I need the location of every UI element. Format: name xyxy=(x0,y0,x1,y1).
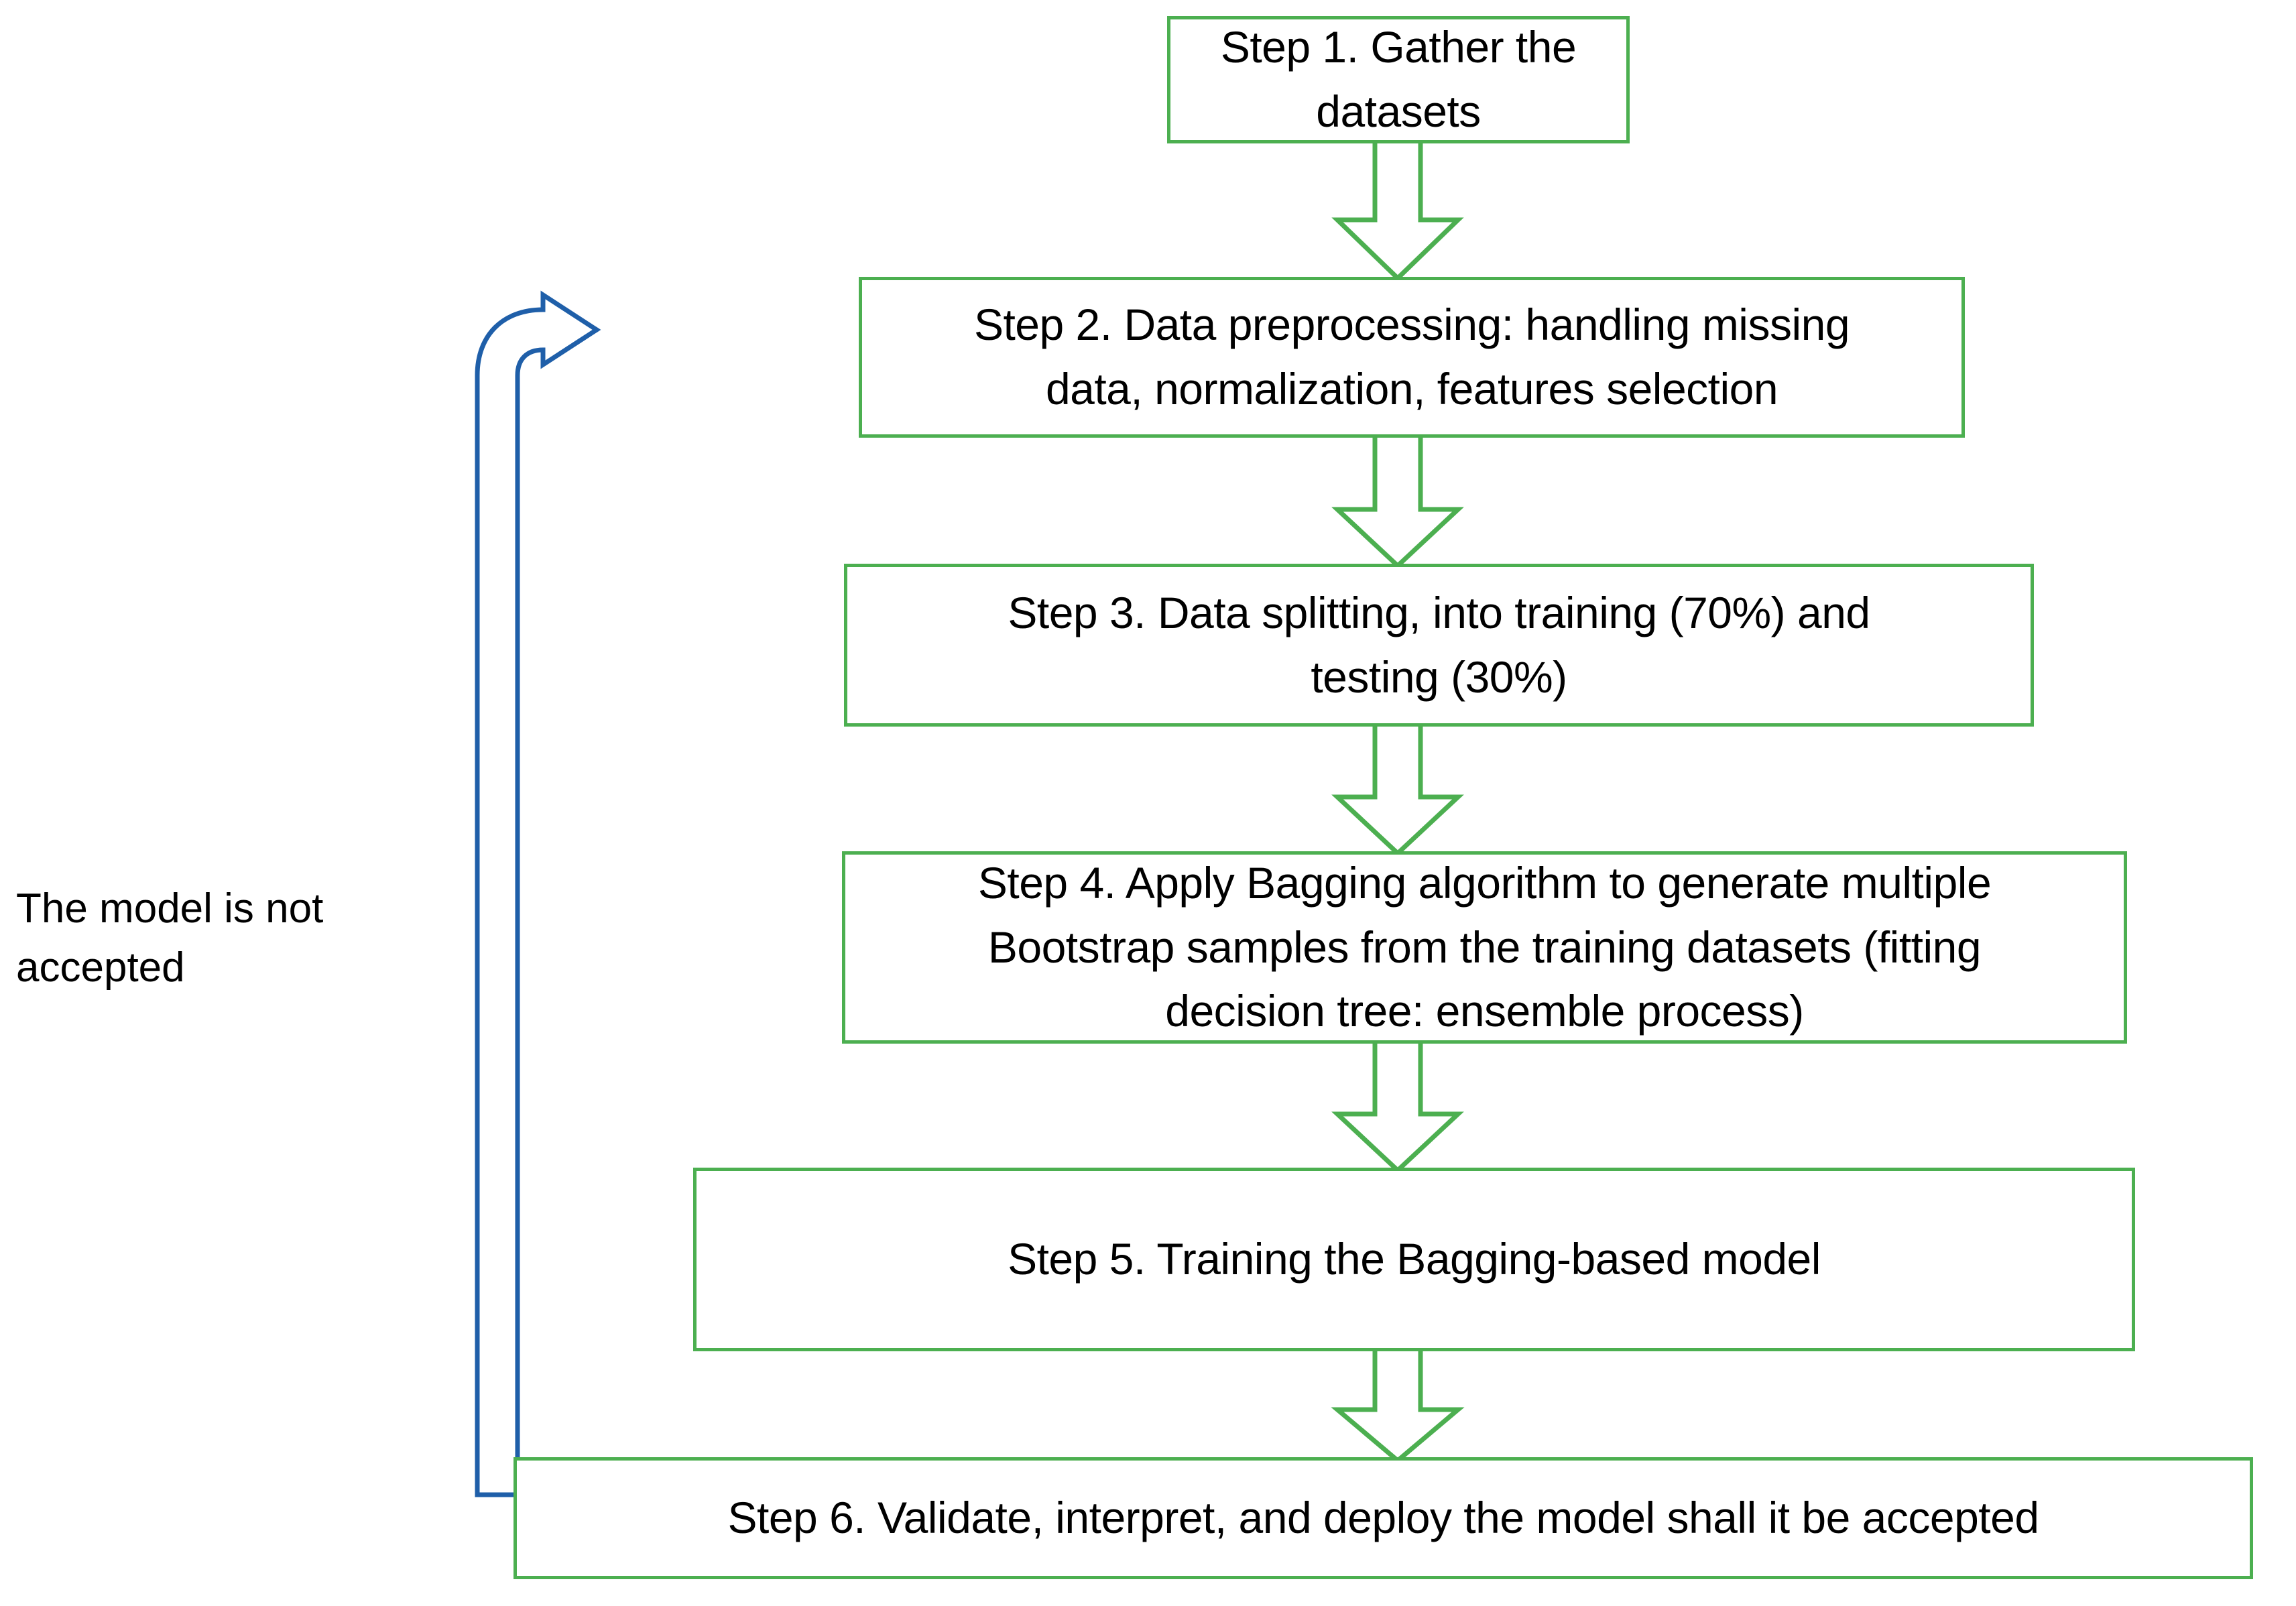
node-step-6-label: Step 6. Validate, interpret, and deploy … xyxy=(727,1493,2039,1543)
node-step-6[interactable]: Step 6. Validate, interpret, and deploy … xyxy=(513,1457,2253,1579)
node-step-2[interactable]: Step 2. Data preprocessing: handling mis… xyxy=(859,277,1965,438)
node-step-5[interactable]: Step 5. Training the Bagging-based model xyxy=(693,1168,2135,1351)
node-step-2-label: Step 2. Data preprocessing: handling mis… xyxy=(973,300,1850,414)
node-step-4-label: Step 4. Apply Bagging algorithm to gener… xyxy=(977,857,1992,1036)
arrow-step4-to-step5 xyxy=(1331,1040,1464,1174)
node-step-4[interactable]: Step 4. Apply Bagging algorithm to gener… xyxy=(842,851,2127,1044)
feedback-loop-arrow xyxy=(475,290,601,1497)
arrow-step2-to-step3 xyxy=(1331,434,1464,569)
node-step-5-label: Step 5. Training the Bagging-based model xyxy=(1008,1234,1821,1284)
node-step-3[interactable]: Step 3. Data splitting, into training (7… xyxy=(844,564,2034,727)
node-step-3-label: Step 3. Data splitting, into training (7… xyxy=(1008,587,1870,702)
feedback-loop-label: The model is not accepted xyxy=(16,885,324,991)
node-step-1-label: Step 1. Gather the datasets xyxy=(1220,22,1577,136)
node-step-1[interactable]: Step 1. Gather the datasets xyxy=(1167,16,1630,143)
arrow-step5-to-step6 xyxy=(1331,1348,1465,1464)
arrow-step1-to-step2 xyxy=(1331,141,1464,282)
arrow-step3-to-step4 xyxy=(1331,723,1464,857)
